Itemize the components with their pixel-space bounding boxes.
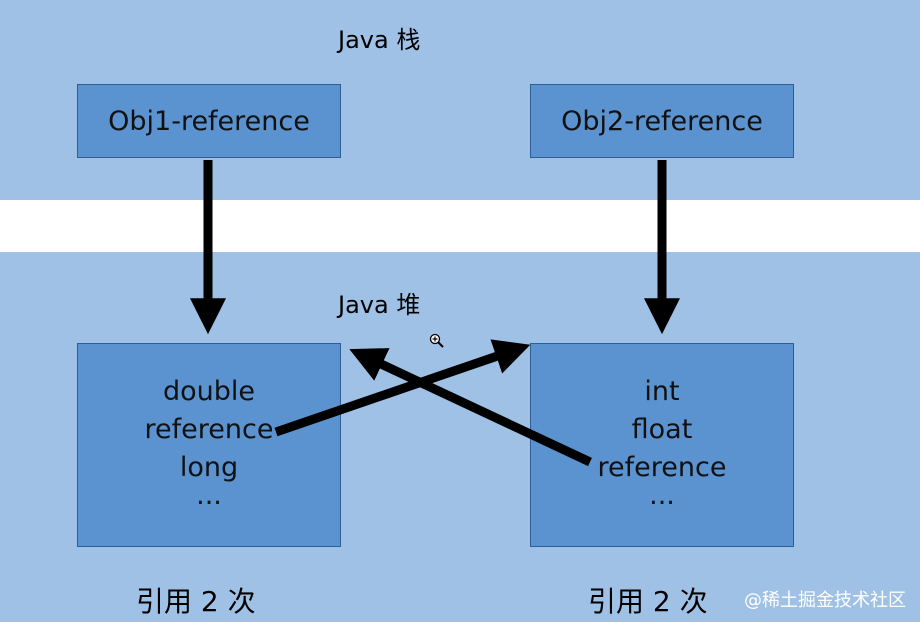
obj2-reference-box: Obj2-reference <box>530 84 794 158</box>
heap-title: Java 堆 <box>338 291 421 319</box>
heap-object-1-field: reference <box>144 414 274 445</box>
zoom-in-icon <box>429 333 444 348</box>
stack-title: Java 栈 <box>338 26 421 54</box>
heap-object-2-ref-count: 引用 2 次 <box>588 585 708 618</box>
obj1-reference-box: Obj1-reference <box>77 84 341 158</box>
heap-object-1-field: ... <box>196 480 222 511</box>
arrow-object1-reference-to-object2 <box>274 339 531 437</box>
obj1-reference-label: Obj1-reference <box>108 105 310 137</box>
heap-object-2-field: float <box>631 414 693 445</box>
obj2-reference-label: Obj2-reference <box>561 105 763 137</box>
heap-object-1-field: long <box>179 452 239 483</box>
watermark: @稀土掘金技术社区 <box>744 590 906 611</box>
arrow-object2-reference-to-object1 <box>349 348 592 467</box>
stack-heap-separator <box>0 200 920 252</box>
heap-object-2-field: int <box>644 376 680 407</box>
heap-object-2: int float reference ... <box>530 343 794 547</box>
heap-object-1-ref-count: 引用 2 次 <box>136 585 256 618</box>
heap-object-2-field: reference <box>597 452 727 483</box>
heap-object-1-field: double <box>162 376 256 407</box>
heap-object-2-field: ... <box>649 480 675 511</box>
heap-object-1: double reference long ... <box>77 343 341 547</box>
